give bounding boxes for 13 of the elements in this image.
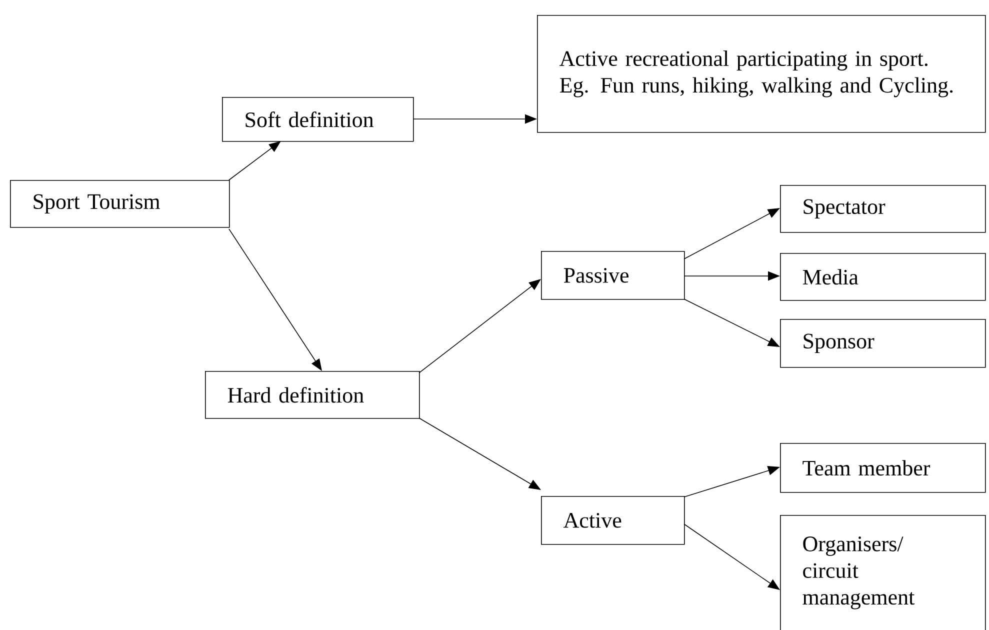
process-box: Passive — [541, 251, 685, 300]
arrow — [418, 279, 541, 374]
arrow — [228, 141, 281, 180]
process-box: Organisers/ circuit management — [780, 515, 986, 630]
process-box: Sport Tourism — [10, 180, 230, 228]
process-box: Spectator — [780, 185, 986, 233]
process-box: Sponsor — [780, 319, 986, 368]
process-box: Media — [780, 252, 986, 301]
process-box: Soft definition — [222, 97, 414, 142]
process-box: Active recreational participating in sport. Eg. Fun runs, hiking, walking and Cycling. — [537, 15, 986, 133]
process-box: Active — [541, 496, 685, 545]
process-box: Team member — [780, 443, 986, 493]
process-box: Hard definition — [205, 371, 420, 419]
